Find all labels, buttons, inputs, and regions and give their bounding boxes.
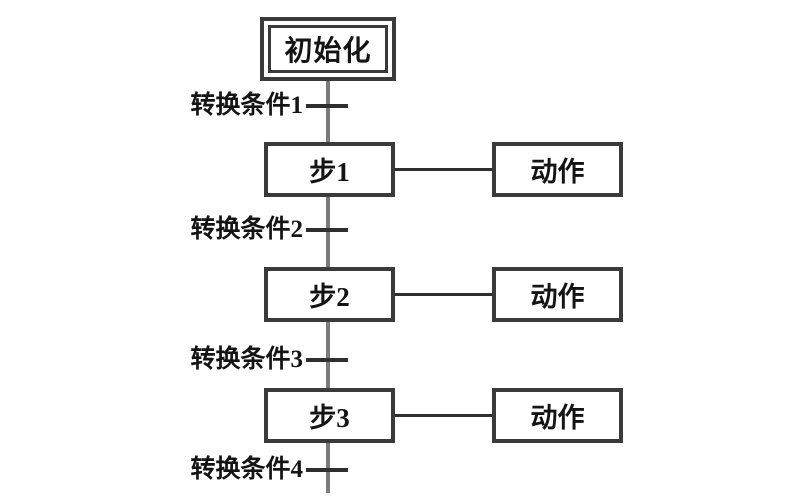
- initial-step-label: 初始化: [284, 36, 372, 67]
- action-connector-2: [395, 293, 492, 296]
- action-label-1: 动作: [530, 157, 585, 187]
- action-label-2: 动作: [530, 282, 585, 312]
- step-label-1: 步1: [309, 157, 350, 187]
- initial-step-box-inner: 初始化: [268, 25, 388, 73]
- transition-bar-2: [306, 228, 348, 232]
- step-label-3: 步3: [309, 403, 350, 433]
- initial-step-box: 初始化: [260, 17, 396, 81]
- transition-label-3: 转换条件3: [190, 346, 303, 373]
- action-box-1: 动作: [492, 142, 623, 197]
- action-label-3: 动作: [530, 403, 585, 433]
- action-connector-3: [395, 414, 492, 417]
- transition-label-1: 转换条件1: [190, 92, 303, 119]
- action-connector-1: [395, 168, 492, 171]
- step-box-2: 步2: [264, 267, 395, 322]
- transition-bar-1: [306, 104, 348, 108]
- action-box-2: 动作: [492, 267, 623, 322]
- action-box-3: 动作: [492, 388, 623, 443]
- step-box-1: 步1: [264, 142, 395, 197]
- transition-bar-3: [306, 358, 348, 362]
- step-box-3: 步3: [264, 388, 395, 443]
- transition-label-4: 转换条件4: [190, 456, 303, 483]
- transition-label-2: 转换条件2: [190, 216, 303, 243]
- transition-bar-4: [306, 468, 348, 472]
- step-label-2: 步2: [309, 282, 350, 312]
